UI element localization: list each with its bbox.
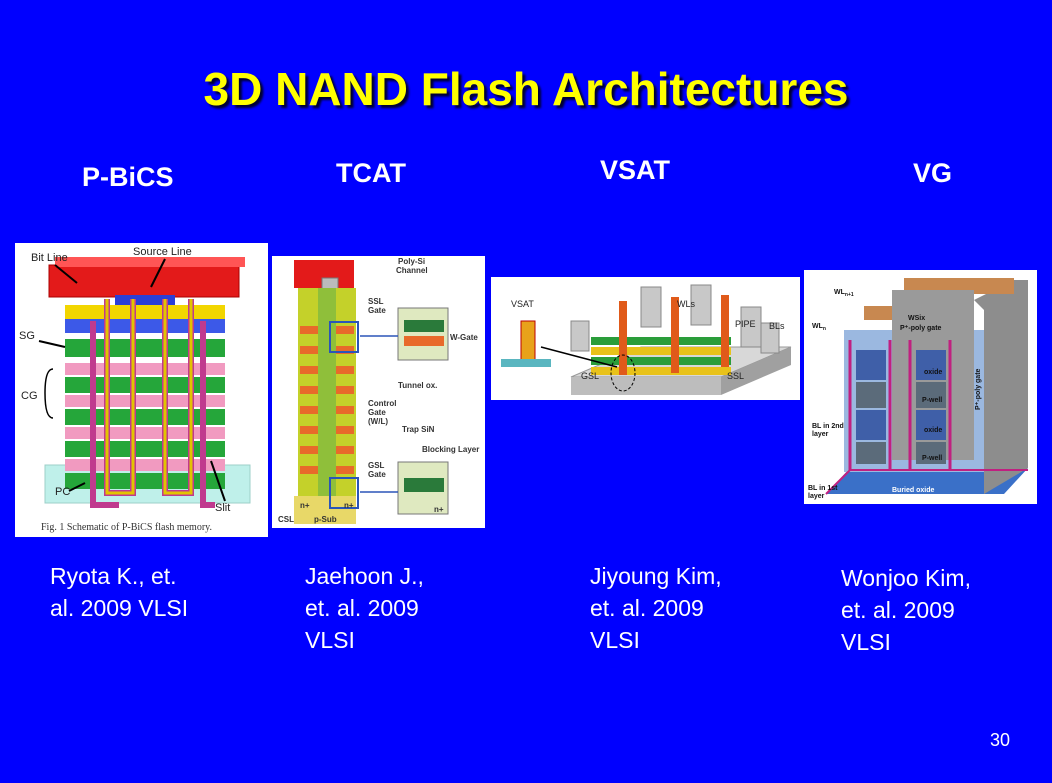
tcat-figure: Poly-Si Channel SSL Gate W-Gate Tunnel o… xyxy=(272,256,485,528)
label-trap-sin: Trap SiN xyxy=(402,425,435,434)
citation-line: Jiyoung Kim, xyxy=(590,563,722,589)
vsat-figure: VSAT WLs PIPE BLs GSL SSL xyxy=(491,277,800,400)
svg-text:BL in 1st: BL in 1st xyxy=(808,485,838,492)
label-oxide-2: oxide xyxy=(924,427,942,434)
label-bl-1st: BL xyxy=(808,485,818,492)
label-wl-n1: WL xyxy=(834,289,846,296)
label-wls: WLs xyxy=(677,299,696,309)
label-sg: SG xyxy=(19,330,35,342)
citation-tcat: Jaehoon J., et. al. 2009 VLSI xyxy=(305,560,424,656)
label-p-poly-gate: P⁺-poly gate xyxy=(900,325,942,332)
label-n-plus-3: n+ xyxy=(434,505,444,514)
label-n-plus-1: n+ xyxy=(300,501,310,510)
svg-text:BL in 2nd: BL in 2nd xyxy=(812,423,844,430)
label-gsl-vsat: GSL xyxy=(581,371,599,381)
label-side-gate: P⁺-poly gate xyxy=(975,368,982,410)
slide-number: 30 xyxy=(989,730,1010,750)
label-layer-2nd: layer xyxy=(812,431,829,438)
citation-line: al. 2009 VLSI xyxy=(50,595,189,621)
label-wl-n-sub: n xyxy=(823,326,826,332)
citation-vsat: Jiyoung Kim, et. al. 2009 VLSI xyxy=(590,560,722,656)
label-bl-2nd: BL xyxy=(812,423,822,430)
label-p-well-1: P-well xyxy=(922,397,942,404)
label-wsix: WSix xyxy=(908,315,925,322)
label-n-plus-2: n+ xyxy=(344,501,354,510)
label-csl: CSL xyxy=(278,515,294,524)
citation-line: VLSI xyxy=(841,629,891,655)
label-p-sub: p-Sub xyxy=(314,515,337,524)
label-w-gate: W-Gate xyxy=(450,333,478,342)
pbics-caption: Fig. 1 Schematic of P-BiCS flash memory. xyxy=(41,522,212,533)
label-cg: CG xyxy=(21,390,38,402)
citation-line: Jaehoon J., xyxy=(305,563,424,589)
label-ssl-gate: Gate xyxy=(368,306,386,315)
citation-line: VLSI xyxy=(590,627,640,653)
label-source-line: Source Line xyxy=(133,246,192,258)
label-pipe: PIPE xyxy=(735,319,756,329)
label-oxide-1: oxide xyxy=(924,369,942,376)
citation-pbics: Ryota K., et. al. 2009 VLSI xyxy=(50,560,188,624)
label-poly-si: Poly-Si xyxy=(398,257,425,266)
label-wl-n1-sub: n+1 xyxy=(845,292,854,298)
label-control-gate: Gate xyxy=(368,408,386,417)
citation-line: et. al. 2009 xyxy=(590,595,704,621)
label-bl-2nd-rest: in 2nd xyxy=(821,423,844,430)
citation-line: et. al. 2009 xyxy=(305,595,419,621)
citation-line: Ryota K., et. xyxy=(50,563,177,589)
label-blocking-layer: Blocking Layer xyxy=(422,445,479,454)
label-gsl: GSL xyxy=(368,461,385,470)
heading-pbics: P-BiCS xyxy=(82,162,174,192)
label-channel: Channel xyxy=(396,266,428,275)
vg-figure: WLn+1 WLn WSix P⁺-poly gate oxide P-well… xyxy=(804,270,1037,504)
label-control: Control xyxy=(368,399,396,408)
citation-line: Wonjoo Kim, xyxy=(841,565,971,591)
label-bls: BLs xyxy=(769,321,785,331)
citation-vg: Wonjoo Kim, et. al. 2009 VLSI xyxy=(841,562,971,658)
label-slit: Slit xyxy=(215,502,230,514)
label-bl-1st-rest: in 1st xyxy=(817,485,838,492)
slide-title: 3D NAND Flash Architectures xyxy=(203,63,849,115)
label-buried-oxide: Buried oxide xyxy=(892,487,935,494)
label-ssl-vsat: SSL xyxy=(727,371,744,381)
label-wl: (W/L) xyxy=(368,417,388,426)
heading-tcat: TCAT xyxy=(336,158,406,188)
label-vsat: VSAT xyxy=(511,299,534,309)
svg-text:WLn+1: WLn+1 xyxy=(834,289,854,298)
heading-vsat: VSAT xyxy=(600,155,671,185)
heading-vg: VG xyxy=(913,158,953,188)
citation-line: VLSI xyxy=(305,627,355,653)
label-p-well-2: P-well xyxy=(922,455,942,462)
citation-line: et. al. 2009 xyxy=(841,597,955,623)
svg-text:WLn: WLn xyxy=(812,323,826,332)
label-gsl-gate: Gate xyxy=(368,470,386,479)
label-layer-1st: layer xyxy=(808,493,825,500)
label-bit-line: Bit Line xyxy=(31,252,68,264)
label-pc: PC xyxy=(55,486,70,498)
label-tunnel-ox: Tunnel ox. xyxy=(398,381,437,390)
label-ssl: SSL xyxy=(368,297,384,306)
label-wl-n: WL xyxy=(812,323,824,330)
pbics-figure: Bit Line Source Line SG CG PC Slit Fig. … xyxy=(15,243,268,537)
